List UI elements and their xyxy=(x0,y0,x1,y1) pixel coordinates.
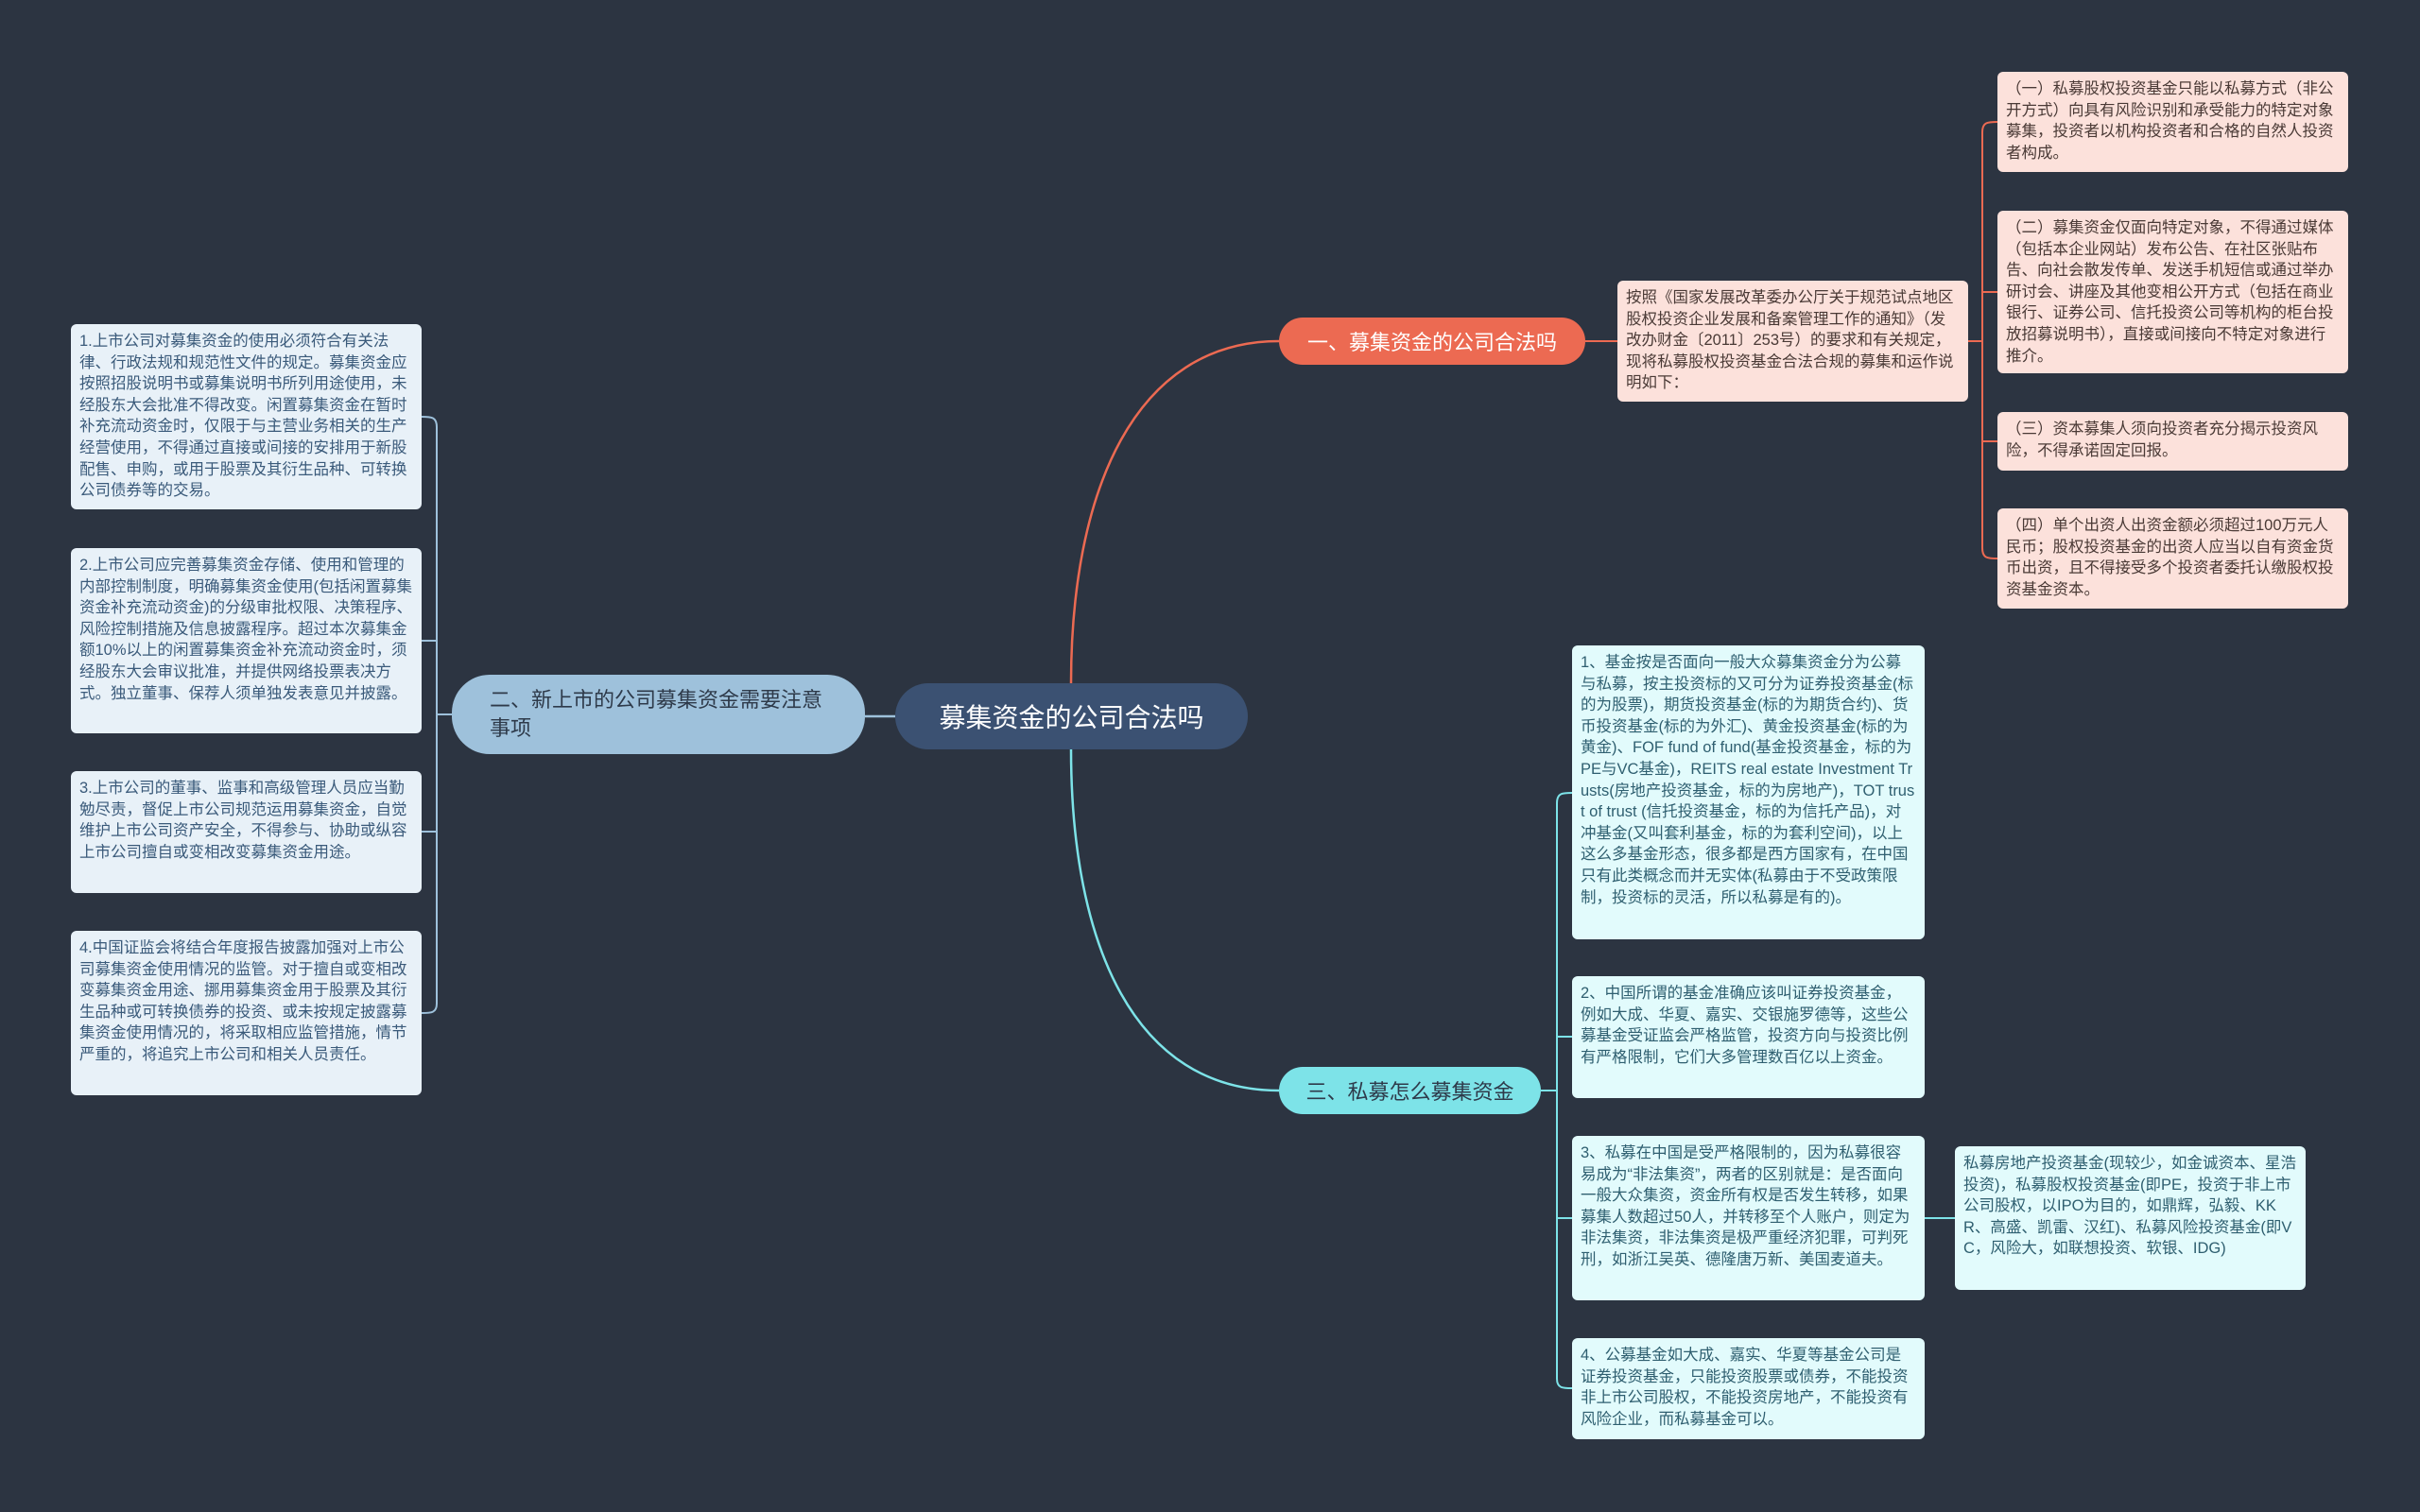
root-topic[interactable]: 募集资金的公司合法吗 xyxy=(895,683,1248,749)
branch-1-item-4[interactable]: （四）单个出资人出资金额必须超过100万元人民币；股权投资基金的出资人应当以自有… xyxy=(1997,508,2348,609)
branch-2-item-1[interactable]: 1.上市公司对募集资金的使用必须符合有关法律、行政法规和规范性文件的规定。募集资… xyxy=(71,324,422,509)
branch-1-item-1[interactable]: （一）私募股权投资基金只能以私募方式（非公开方式）向具有风险识别和承受能力的特定… xyxy=(1997,72,2348,172)
branch-1-item-3[interactable]: （三）资本募集人须向投资者充分揭示投资风险，不得承诺固定回报。 xyxy=(1997,412,2348,471)
branch-1-topic[interactable]: 一、募集资金的公司合法吗 xyxy=(1279,318,1585,365)
branch-3-item-2[interactable]: 2、中国所谓的基金准确应该叫证券投资基金，例如大成、华夏、嘉实、交银施罗德等，这… xyxy=(1572,976,1925,1098)
link-branch2-items xyxy=(421,416,452,1014)
link-root-branch3 xyxy=(1069,748,1280,1092)
branch-1-intro-node[interactable]: 按照《国家发展改革委办公厅关于规范试点地区股权投资企业发展和备案管理工作的通知》… xyxy=(1617,281,1968,402)
branch-2-item-2[interactable]: 2.上市公司应完善募集资金存储、使用和管理的内部控制制度，明确募集资金使用(包括… xyxy=(71,548,422,733)
branch-1-label: 一、募集资金的公司合法吗 xyxy=(1306,331,1557,354)
root-topic-label: 募集资金的公司合法吗 xyxy=(939,703,1204,732)
branch-3-topic[interactable]: 三、私募怎么募集资金 xyxy=(1279,1067,1541,1114)
branch-2-topic[interactable]: 二、新上市的公司募集资金需要注意事项 xyxy=(452,675,865,754)
branch-3-item-4[interactable]: 4、公募基金如大成、嘉实、华夏等基金公司是证券投资基金，只能投资股票或债券，不能… xyxy=(1572,1338,1925,1439)
branch-1-item-2[interactable]: （二）募集资金仅面向特定对象，不得通过媒体（包括本企业网站）发布公告、在社区张贴… xyxy=(1997,211,2348,373)
branch-3-item-3-sub[interactable]: 私募房地产投资基金(现较少，如金诚资本、星浩投资)，私募股权投资基金(即PE，投… xyxy=(1955,1146,2306,1290)
branch-3-item-1[interactable]: 1、基金按是否面向一般大众募集资金分为公募与私募，按主投资标的又可分为证券投资基… xyxy=(1572,645,1925,939)
link-branch3-items xyxy=(1541,792,1573,1389)
branch-3-label: 三、私募怎么募集资金 xyxy=(1305,1080,1514,1104)
branch-3-item-3[interactable]: 3、私募在中国是受严格限制的，因为私募很容易成为“非法集资”，两者的区别就是：是… xyxy=(1572,1136,1925,1300)
link-intro-items xyxy=(1968,121,1998,559)
branch-2-label: 二、新上市的公司募集资金需要注意事项 xyxy=(490,688,823,740)
link-root-branch1 xyxy=(1069,339,1280,684)
branch-2-item-3[interactable]: 3.上市公司的董事、监事和高级管理人员应当勤勉尽责，督促上市公司规范运用募集资金… xyxy=(71,771,422,893)
branch-2-item-4[interactable]: 4.中国证监会将结合年度报告披露加强对上市公司募集资金使用情况的监管。对于擅自或… xyxy=(71,931,422,1095)
